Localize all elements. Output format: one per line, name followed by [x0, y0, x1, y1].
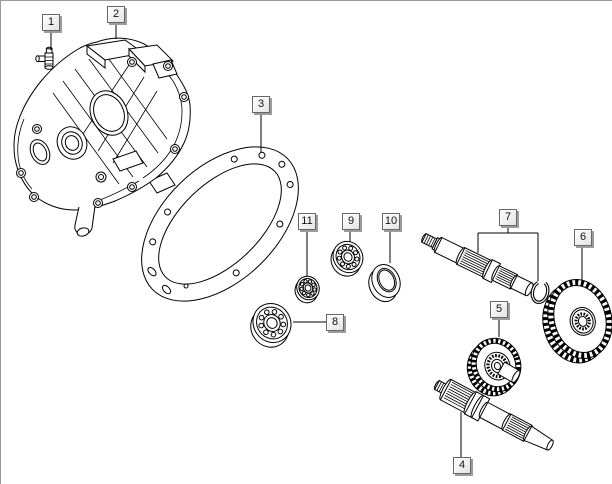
- part-gearbox-cover: [13, 37, 191, 237]
- callout-8-bearing[interactable]: 8: [326, 314, 344, 331]
- part-shaft-7: [421, 233, 534, 297]
- leader-lines: [50, 24, 583, 457]
- callout-2-gearbox-cover[interactable]: 2: [107, 6, 125, 23]
- part-shaft-4: [433, 378, 554, 451]
- part-bearing-8: [250, 302, 292, 348]
- leader-line-7: [477, 227, 539, 281]
- part-gasket: [141, 146, 299, 302]
- callout-11-bearing[interactable]: 11: [298, 213, 316, 230]
- part-bearing-9: [330, 240, 364, 277]
- part-bolt: [35, 46, 54, 70]
- callout-6-large-gear[interactable]: 6: [574, 229, 592, 246]
- callout-3-gasket[interactable]: 3: [252, 96, 270, 113]
- part-circlip: [530, 281, 550, 304]
- callout-1-bolt[interactable]: 1: [42, 14, 60, 31]
- part-gear-5-hub: [497, 361, 521, 384]
- cover-bolt-holes: [16, 57, 189, 208]
- part-gear-6: [542, 279, 612, 364]
- callout-7-input-shaft[interactable]: 7: [499, 209, 517, 226]
- part-bearing-11: [294, 275, 320, 304]
- callout-5-gear[interactable]: 5: [490, 301, 508, 318]
- callout-10-oil-seal[interactable]: 10: [382, 213, 400, 230]
- callout-4-output-shaft[interactable]: 4: [453, 457, 471, 474]
- callout-9-bearing[interactable]: 9: [342, 213, 360, 230]
- part-oil-seal-10: [368, 264, 401, 303]
